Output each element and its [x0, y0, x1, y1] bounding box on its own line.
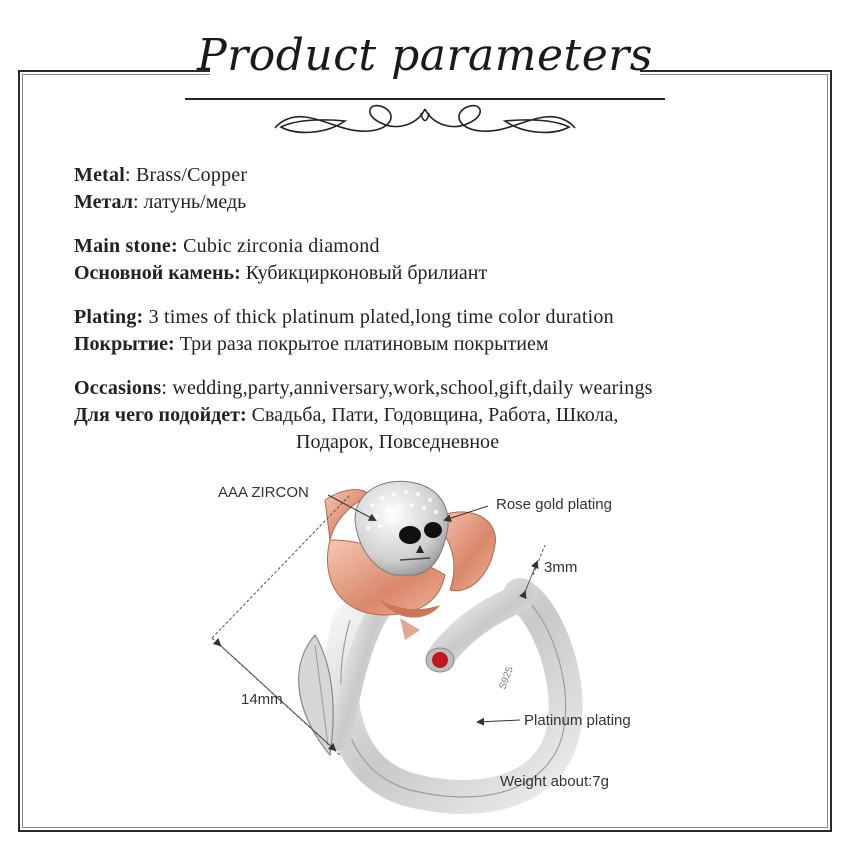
ring-diagram: S925 [211, 480, 583, 814]
metal-label-ru: Метал [74, 191, 133, 213]
metal-row-ru: Метал: латунь/медь [74, 189, 814, 216]
metal-value: : Brass/Copper [124, 164, 248, 186]
metal-row-en: Metal: Brass/Copper [74, 162, 814, 189]
occasions-label: Occasions [74, 377, 162, 399]
plating-row-ru: Покрытие: Три раза покрытое платиновым п… [74, 331, 814, 358]
plating-value: 3 times of thick platinum plated,long ti… [143, 306, 614, 328]
platinum-callout: Platinum plating [524, 712, 631, 729]
stone-row-en: Main stone: Cubic zirconia diamond [74, 233, 814, 260]
occasions-row-ru-cont: Подарок, Повседневное [74, 429, 814, 456]
width-callout: 3mm [544, 559, 578, 576]
plating-label: Plating: [74, 306, 144, 328]
occasions-row-en: Occasions: wedding,party,anniversary,wor… [74, 375, 814, 402]
page-title: Product parameters [197, 30, 653, 81]
length-callout: 14mm [241, 691, 283, 708]
stone-value: Cubic zirconia diamond [177, 235, 380, 257]
plating-row-en: Plating: 3 times of thick platinum plate… [74, 304, 814, 331]
stone-callout: AAA ZIRCON [218, 484, 309, 501]
spec-list: Metal: Brass/Copper Метал: латунь/медь M… [74, 162, 814, 456]
rose-gold-callout: Rose gold plating [496, 496, 612, 513]
occasions-value: : wedding,party,anniversary,work,school,… [161, 377, 653, 399]
metal-label: Metal [74, 164, 125, 186]
occasions-label-ru: Для чего подойдет: [74, 404, 247, 426]
red-stone [432, 652, 448, 668]
stone-label: Main stone: [74, 235, 178, 257]
occasions-value-ru: Свадьба, Пати, Годовщина, Работа, Школа, [246, 404, 619, 426]
skull [354, 480, 449, 576]
metal-value-ru: : латунь/медь [132, 191, 247, 213]
occasions-row-ru: Для чего подойдет: Свадьба, Пати, Годовщ… [74, 402, 814, 429]
weight-callout: Weight about:7g [500, 773, 609, 790]
occasions-value-ru-2: Подарок, Повседневное [296, 431, 500, 453]
stone-value-ru: Кубикцирконовый брилиант [240, 262, 488, 284]
title-backdrop [210, 28, 640, 90]
stone-label-ru: Основной камень: [74, 262, 241, 284]
s925-stamp: S925 [497, 665, 515, 691]
plating-label-ru: Покрытие: [74, 333, 175, 355]
flourish-ornament [185, 98, 665, 134]
stone-row-ru: Основной камень: Кубикцирконовый брилиан… [74, 260, 814, 287]
plating-value-ru: Три раза покрытое платиновым покрытием [174, 333, 549, 355]
dimension-lines [211, 494, 546, 756]
